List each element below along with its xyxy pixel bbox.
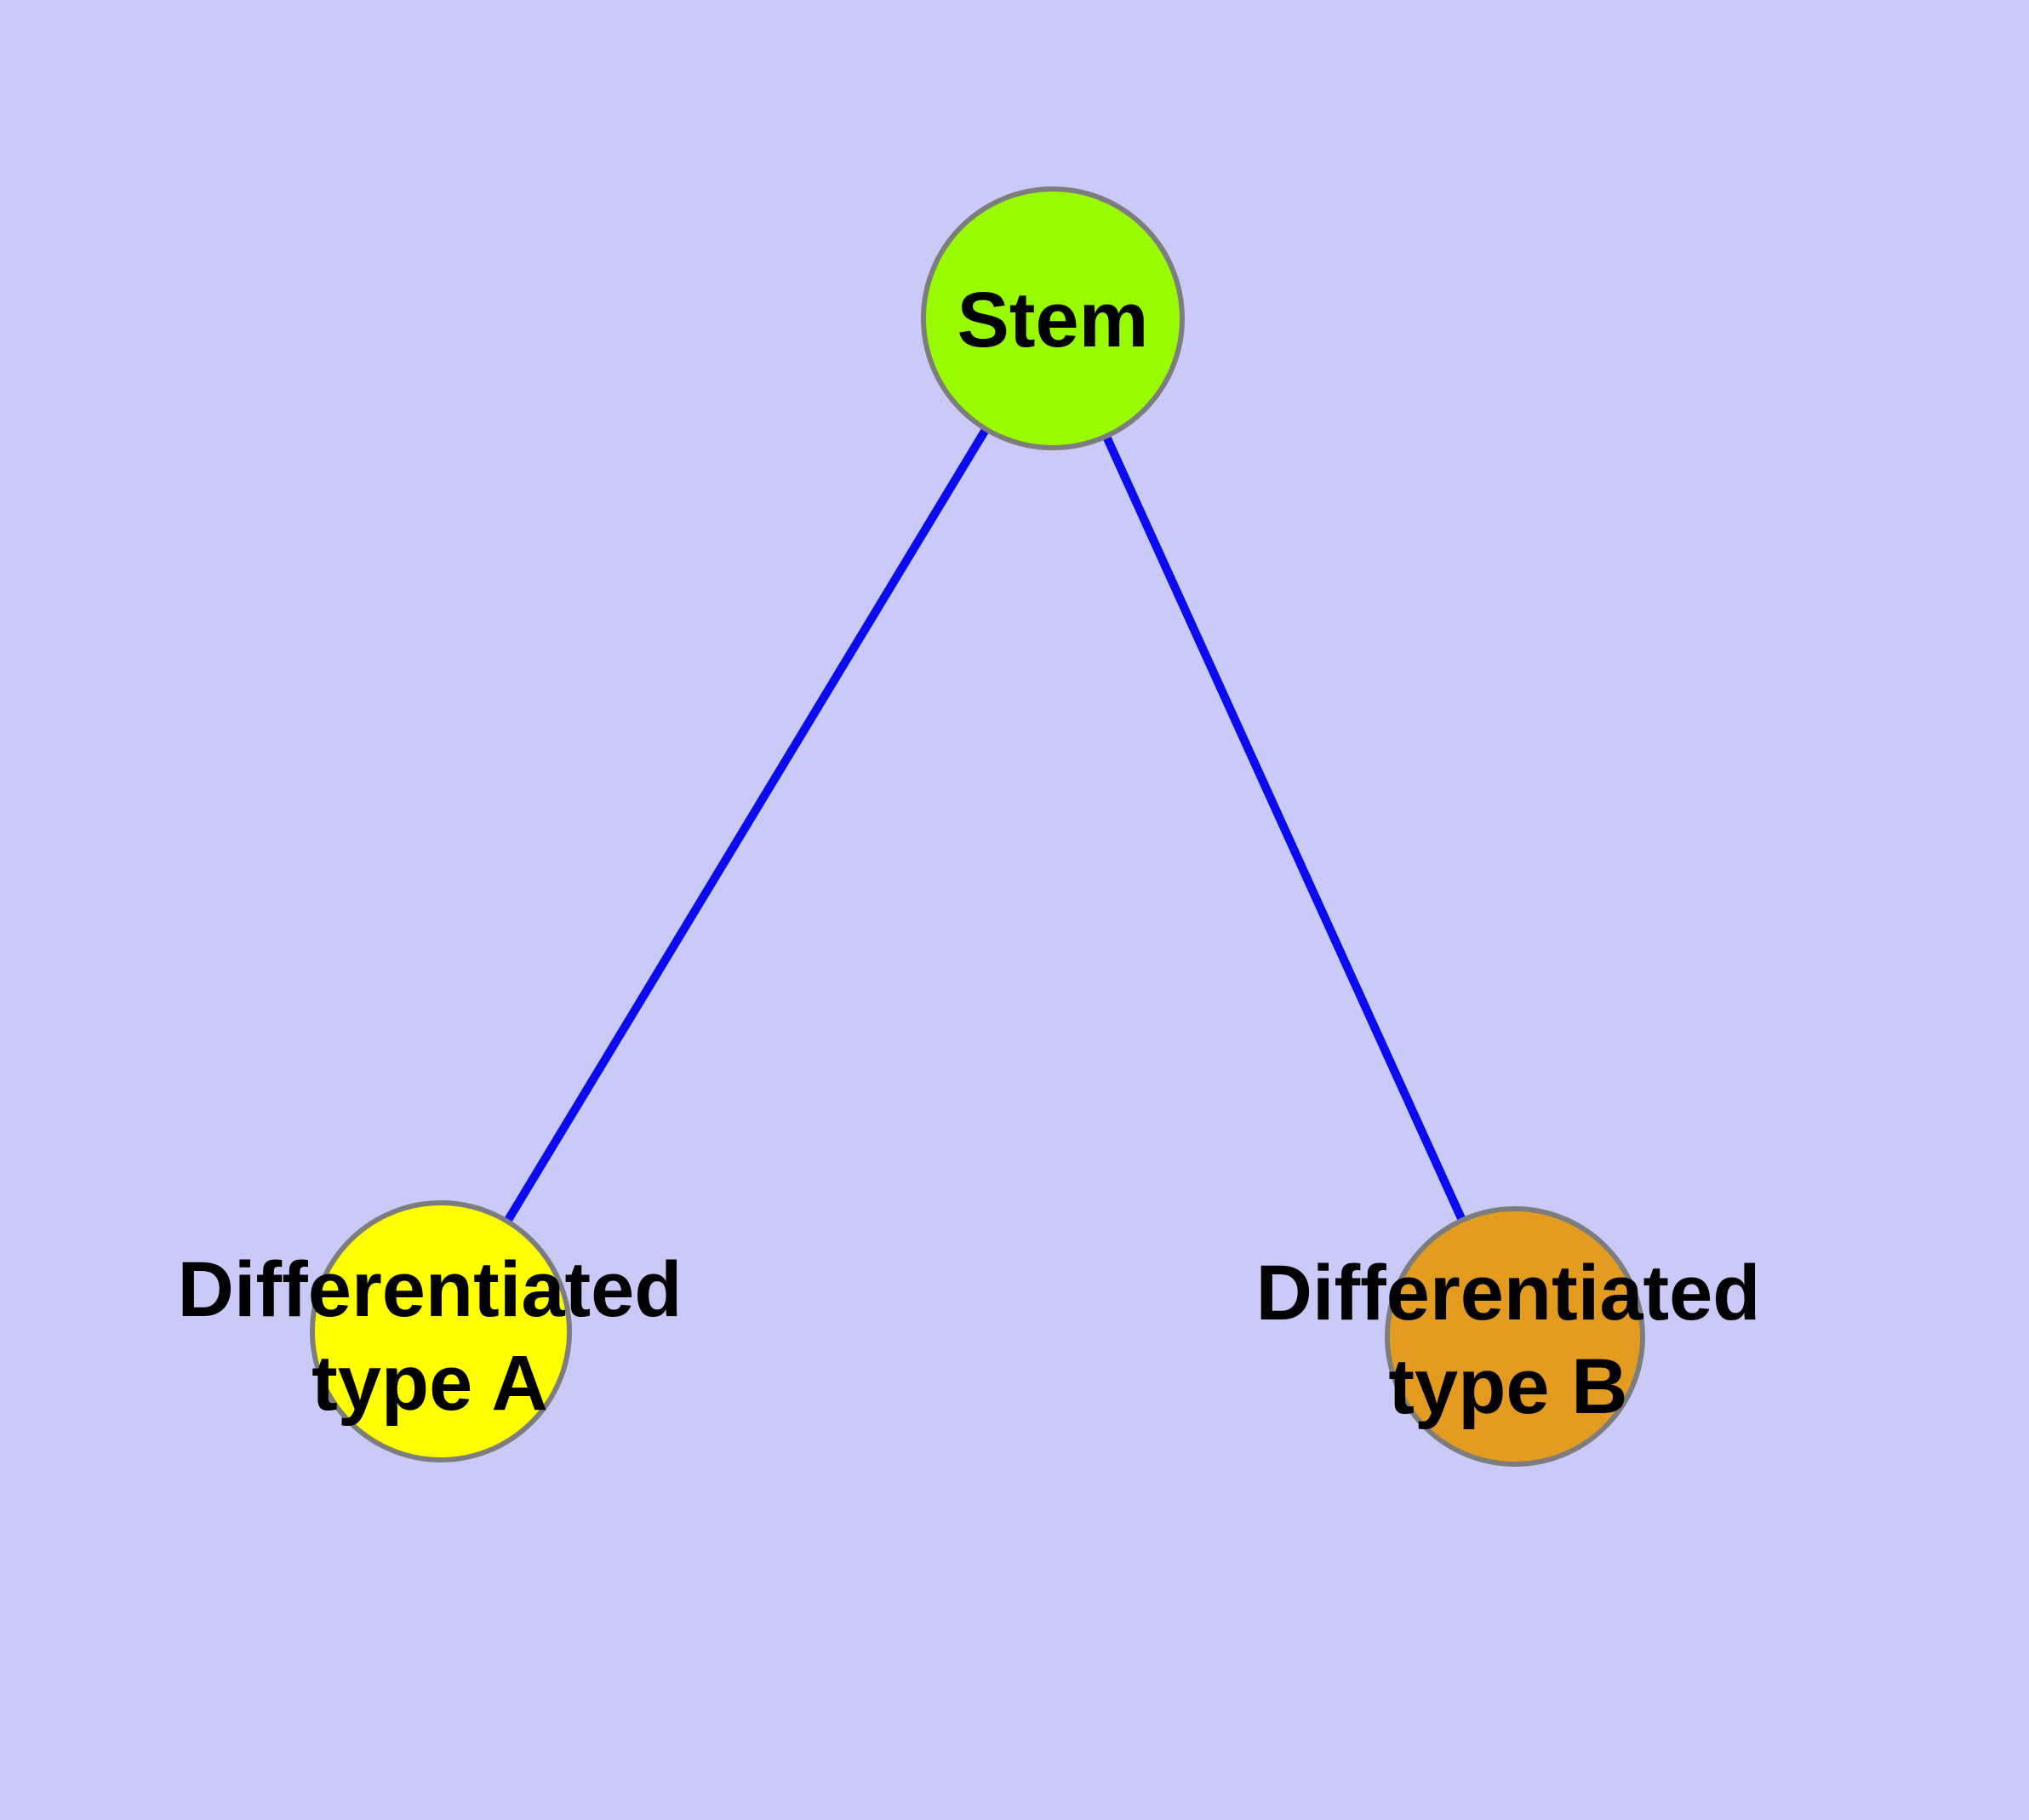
differentiated-type-b-node[interactable]	[1385, 1206, 1645, 1467]
edge-stem-to-type-a	[437, 316, 1057, 1334]
stem-node-label: Stem	[957, 277, 1149, 363]
differentiated-type-b-label-line1: Differentiated	[1256, 1250, 1761, 1336]
edge-stem-to-type-b	[1049, 316, 1519, 1339]
differentiated-type-a-label-line1: Differentiated	[178, 1246, 683, 1333]
differentiated-type-b-label-line2: type B	[1388, 1343, 1627, 1430]
stem-node[interactable]	[921, 186, 1185, 450]
differentiated-type-a-label-line2: type A	[311, 1340, 548, 1427]
differentiated-type-a-node[interactable]	[310, 1200, 572, 1462]
